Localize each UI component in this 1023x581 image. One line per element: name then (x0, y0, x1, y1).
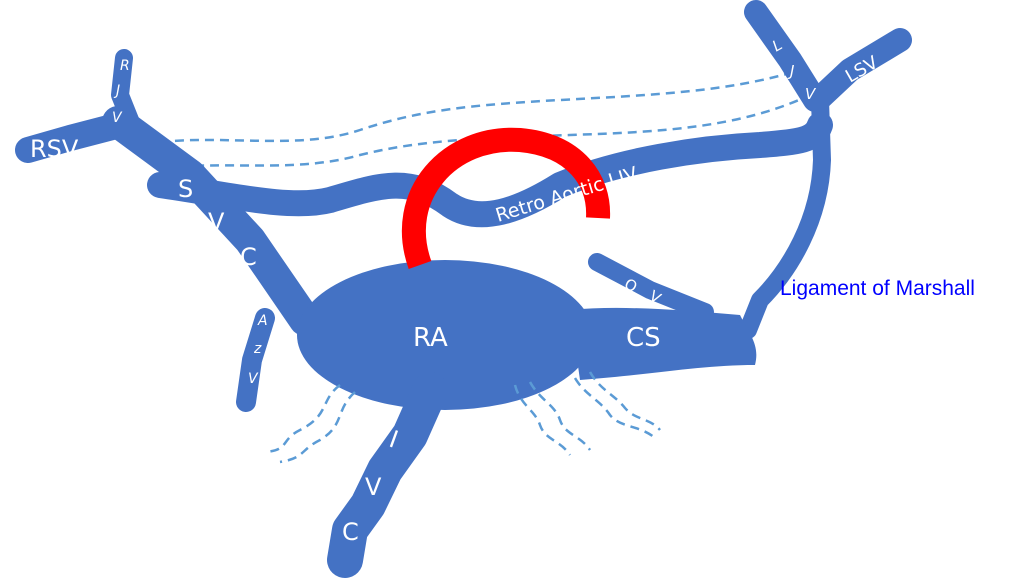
label-ligament-of-marshall: Ligament of Marshall (780, 277, 975, 300)
right-atrium (297, 260, 593, 410)
label-cs: CS (626, 323, 661, 353)
dashed-venule (528, 381, 592, 451)
inferior-vena-cava (327, 372, 448, 578)
label-ivc-c: C (342, 518, 359, 546)
label-azv-v: V (248, 371, 259, 387)
dashed-venule (588, 371, 661, 431)
dashed-vessel-outline-upper (159, 68, 801, 144)
retro-aortic-left-innominate-vein (147, 112, 833, 228)
coronary-sinus (570, 307, 757, 380)
label-azv-a: A (257, 313, 268, 329)
label-ljv-v: V (805, 85, 817, 103)
label-svc-c: C (240, 243, 257, 271)
dashed-vessel-outline-lower (164, 93, 811, 169)
label-rsv: RSV (30, 135, 79, 163)
label-azv-z: z (253, 341, 262, 357)
label-ivc-v: V (365, 473, 382, 501)
label-rjv-j: J (113, 83, 120, 99)
label-rjv-r: R (120, 58, 130, 74)
label-rjv-v: V (112, 110, 123, 126)
right-subclavian-vein (15, 112, 133, 163)
label-svc-s: S (178, 175, 193, 203)
azygos-vein (236, 308, 275, 412)
aortic-arch (401, 127, 611, 270)
label-ra: RA (413, 323, 448, 353)
dashed-venule (573, 377, 656, 439)
left-subclavian-vein (806, 28, 912, 112)
oblique-vein (588, 253, 714, 321)
dashed-venule (264, 384, 341, 454)
dashed-venule (513, 384, 572, 456)
left-vertical-vein-ligament-of-marshall (739, 91, 831, 339)
label-ljv-j: J (787, 62, 794, 80)
left-jugular-vein (744, 0, 827, 112)
label-svc-v: V (208, 208, 225, 236)
dashed-venule (279, 391, 356, 464)
